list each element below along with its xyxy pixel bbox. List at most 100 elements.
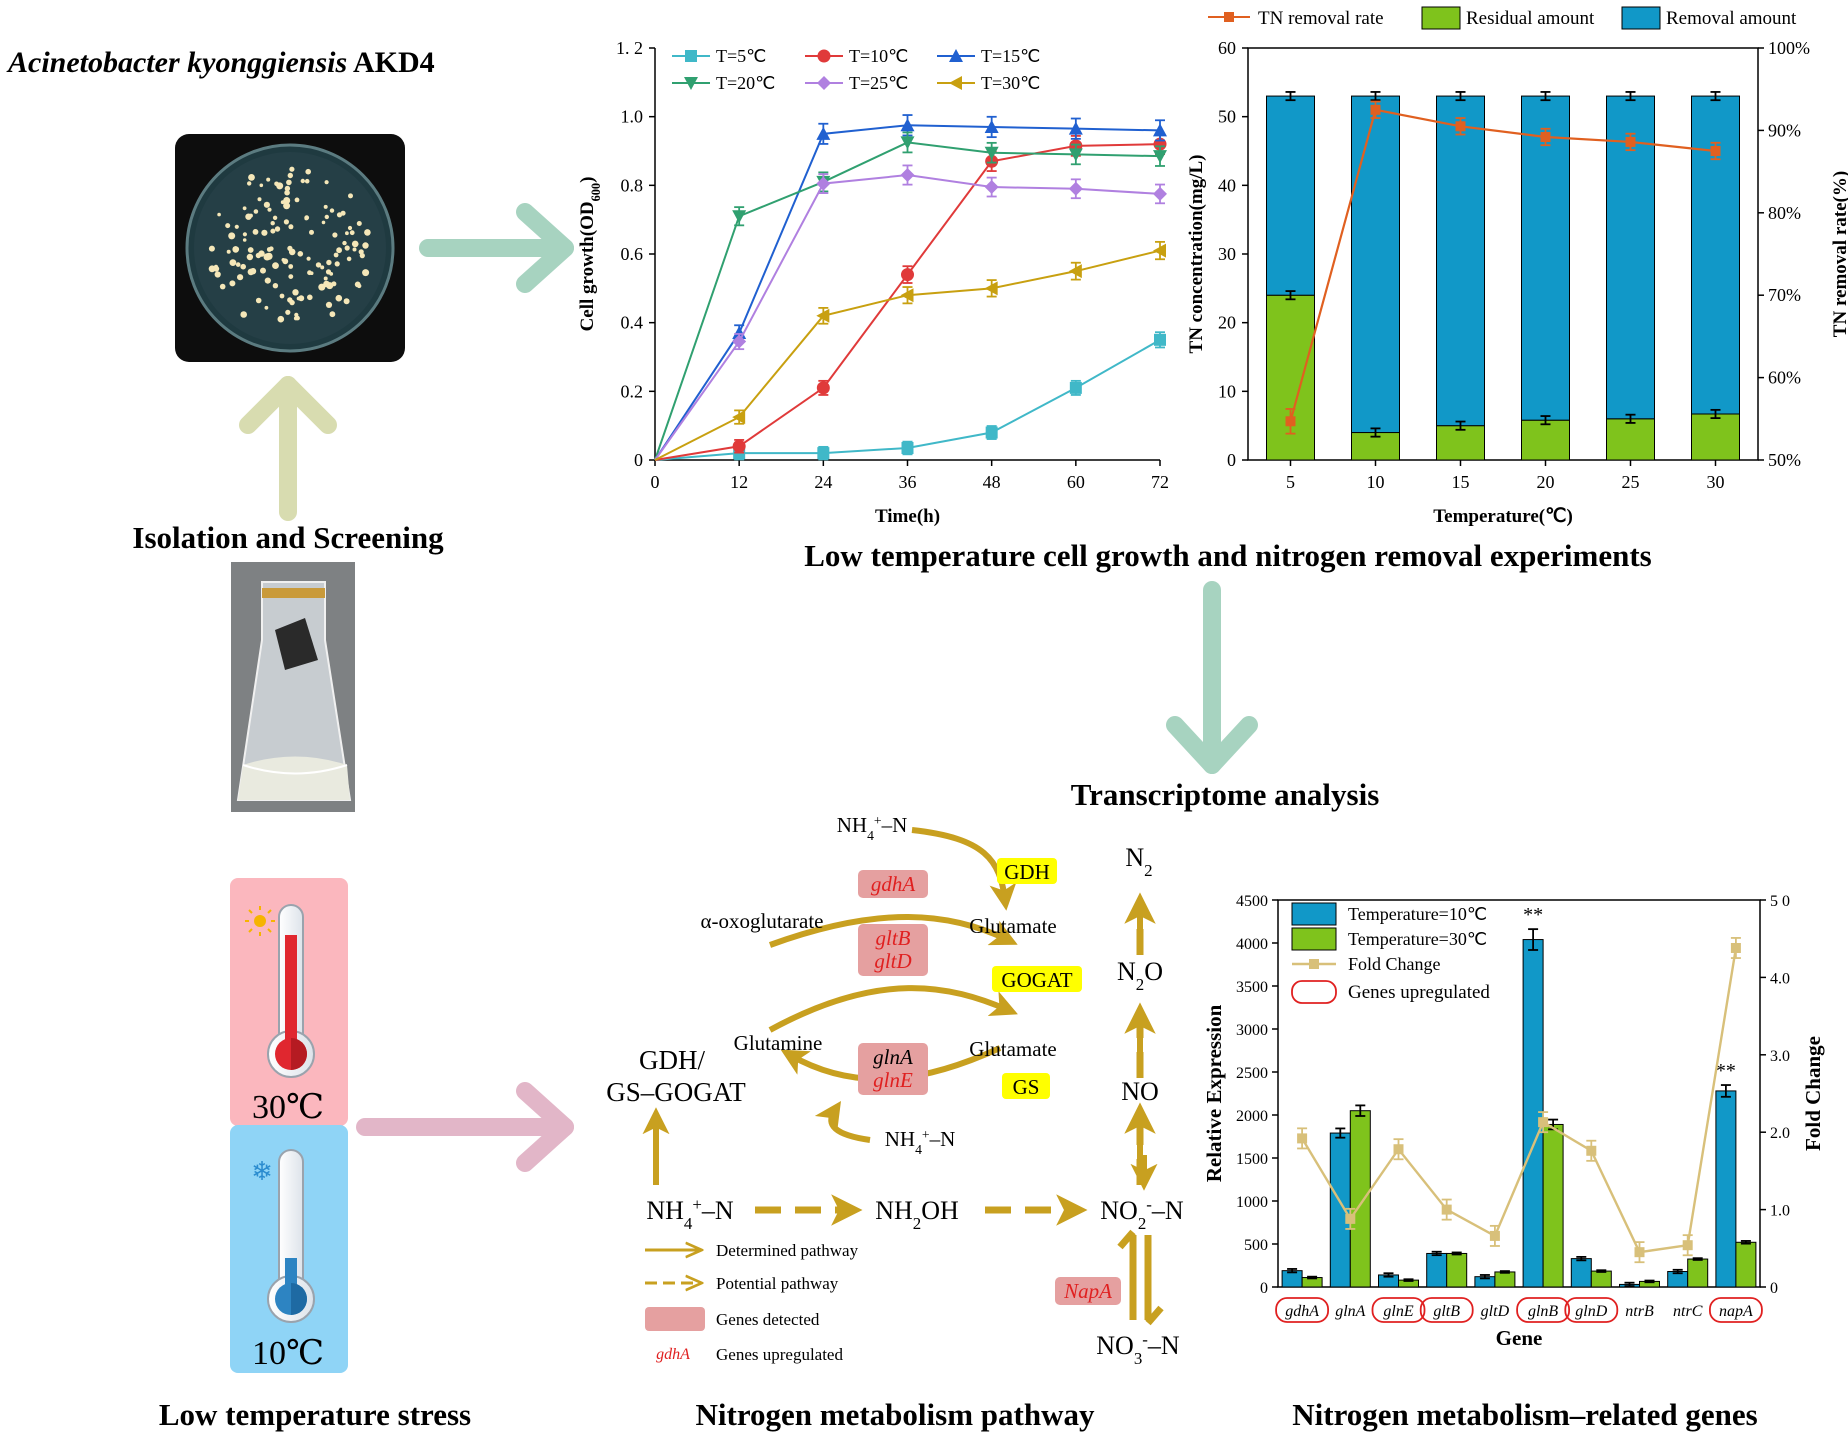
data-point <box>984 119 999 133</box>
data-point <box>901 441 914 454</box>
bar-10C <box>1570 1258 1592 1288</box>
x-tick-label: 30 <box>1707 472 1725 492</box>
colony-dot <box>287 297 293 303</box>
x-axis-label: Gene <box>1496 1326 1543 1350</box>
bar-30C <box>1687 1258 1709 1288</box>
y-tick-label: 60 <box>1218 38 1236 58</box>
data-point <box>1154 333 1166 346</box>
colony-dot <box>344 245 350 251</box>
node-glutamate-1: Glutamate <box>969 914 1056 938</box>
legend-swatch <box>1291 927 1337 951</box>
fold-point <box>1345 1213 1356 1224</box>
genes-title: Nitrogen metabolism–related genes <box>1292 1397 1758 1432</box>
colony-dot <box>324 180 329 185</box>
colony-dot <box>285 309 291 315</box>
colony-dot <box>332 232 338 238</box>
upregulated-outline <box>1275 1297 1329 1323</box>
chem-part: N <box>1117 957 1136 986</box>
colony-dot <box>335 294 343 302</box>
chem-part: –N <box>929 1127 956 1151</box>
colony-dot <box>229 259 237 266</box>
chem-part: N <box>1125 843 1144 872</box>
gene-expression-chart: 05001000150020002500300035004000450001.0… <box>1202 893 1825 1350</box>
bar-10C <box>1522 939 1544 1288</box>
gene-glnA: glnA <box>873 1045 913 1069</box>
colony-dot <box>261 229 268 236</box>
bar-group-20 <box>1521 91 1570 461</box>
data-point <box>732 410 746 425</box>
colony-dot <box>248 213 253 218</box>
chem-part: - <box>1146 1195 1152 1214</box>
plot-frame <box>1247 47 1759 461</box>
chem-part: NO <box>1096 1331 1134 1360</box>
y-tick-label: 1000 <box>1236 1194 1268 1211</box>
y2-tick-label: 100% <box>1768 38 1810 58</box>
colony-dot <box>270 228 276 234</box>
colony-dot <box>272 215 278 220</box>
gene-group-gltB: gltB <box>1419 1250 1474 1323</box>
snowflake-icon: ❄ <box>251 1157 273 1186</box>
x-tick-label: 12 <box>730 472 748 492</box>
colony-dot <box>296 296 301 301</box>
chem-part: –N <box>701 1196 734 1225</box>
data-point <box>949 76 962 90</box>
legend-swatch <box>1621 6 1661 30</box>
colony-dot <box>286 179 292 186</box>
chem-part: + <box>692 1195 702 1214</box>
y-axis-label: TN concentration(mg/L) <box>1186 155 1207 354</box>
colony-dot <box>274 226 281 232</box>
colony-dot <box>342 240 347 246</box>
colony-dot <box>318 283 326 291</box>
y2-tick-label: 1.0 <box>1770 1203 1790 1220</box>
x-tick-label: 24 <box>814 472 832 492</box>
rate-point <box>1540 131 1551 142</box>
data-point <box>949 49 963 62</box>
upregulated-outline <box>1516 1297 1570 1323</box>
colony-dot <box>315 262 322 268</box>
data-point <box>900 288 914 303</box>
series-T=20℃ <box>654 131 1167 461</box>
tn-removal-chart: 010203040506050%60%70%80%90%100%Temperat… <box>1186 6 1848 527</box>
colony-dot <box>349 230 355 236</box>
node-nh4-mid: NH4+–N <box>885 1127 956 1157</box>
rate-point <box>1625 136 1636 147</box>
colony-dot <box>309 229 314 235</box>
colony-dot <box>253 209 259 214</box>
gene-gdhA: gdhA <box>871 872 916 896</box>
series-fold-change <box>1297 937 1741 1264</box>
gene-glnE: glnE <box>873 1068 913 1092</box>
colony-dot <box>300 178 305 184</box>
x-tick-label: 36 <box>899 472 917 492</box>
chem-part: + <box>922 1127 930 1142</box>
colony-dot <box>287 245 293 251</box>
data-point <box>816 308 830 323</box>
colony-dot <box>294 197 300 203</box>
data-point <box>900 136 915 150</box>
legend-genes-upregulated: Genes upregulated <box>716 1345 843 1364</box>
y-tick-label: 10 <box>1218 381 1236 401</box>
gene-tick-label: glnA <box>1335 1303 1365 1320</box>
bar-residual <box>1521 419 1570 461</box>
significance-mark: ** <box>1523 904 1543 926</box>
y2-tick-label: 60% <box>1768 368 1801 388</box>
colony-dot <box>289 166 295 172</box>
legend-label: Genes upregulated <box>1348 982 1490 1003</box>
colony-dot <box>208 245 215 252</box>
colony-dot <box>336 247 342 254</box>
node-nh2oh: NH2OH <box>875 1196 959 1233</box>
series-T=30℃ <box>654 240 1166 461</box>
y2-tick-label: 50% <box>1768 450 1801 470</box>
series-T=15℃ <box>654 114 1167 461</box>
y-tick-label: 0.6 <box>621 244 644 264</box>
colony-dot <box>219 283 226 290</box>
legend-potential: Potential pathway <box>716 1274 839 1293</box>
colony-dot <box>340 210 346 216</box>
enzyme-gs: GS <box>1013 1075 1040 1099</box>
node-n2o: N2O <box>1117 957 1163 994</box>
y-tick-label: 4500 <box>1236 893 1268 910</box>
data-point <box>817 49 831 63</box>
colony-dot <box>356 221 362 226</box>
chem-part: 3 <box>1134 1349 1142 1368</box>
colony-dot <box>228 232 236 240</box>
chem-part: NO <box>1100 1196 1138 1225</box>
